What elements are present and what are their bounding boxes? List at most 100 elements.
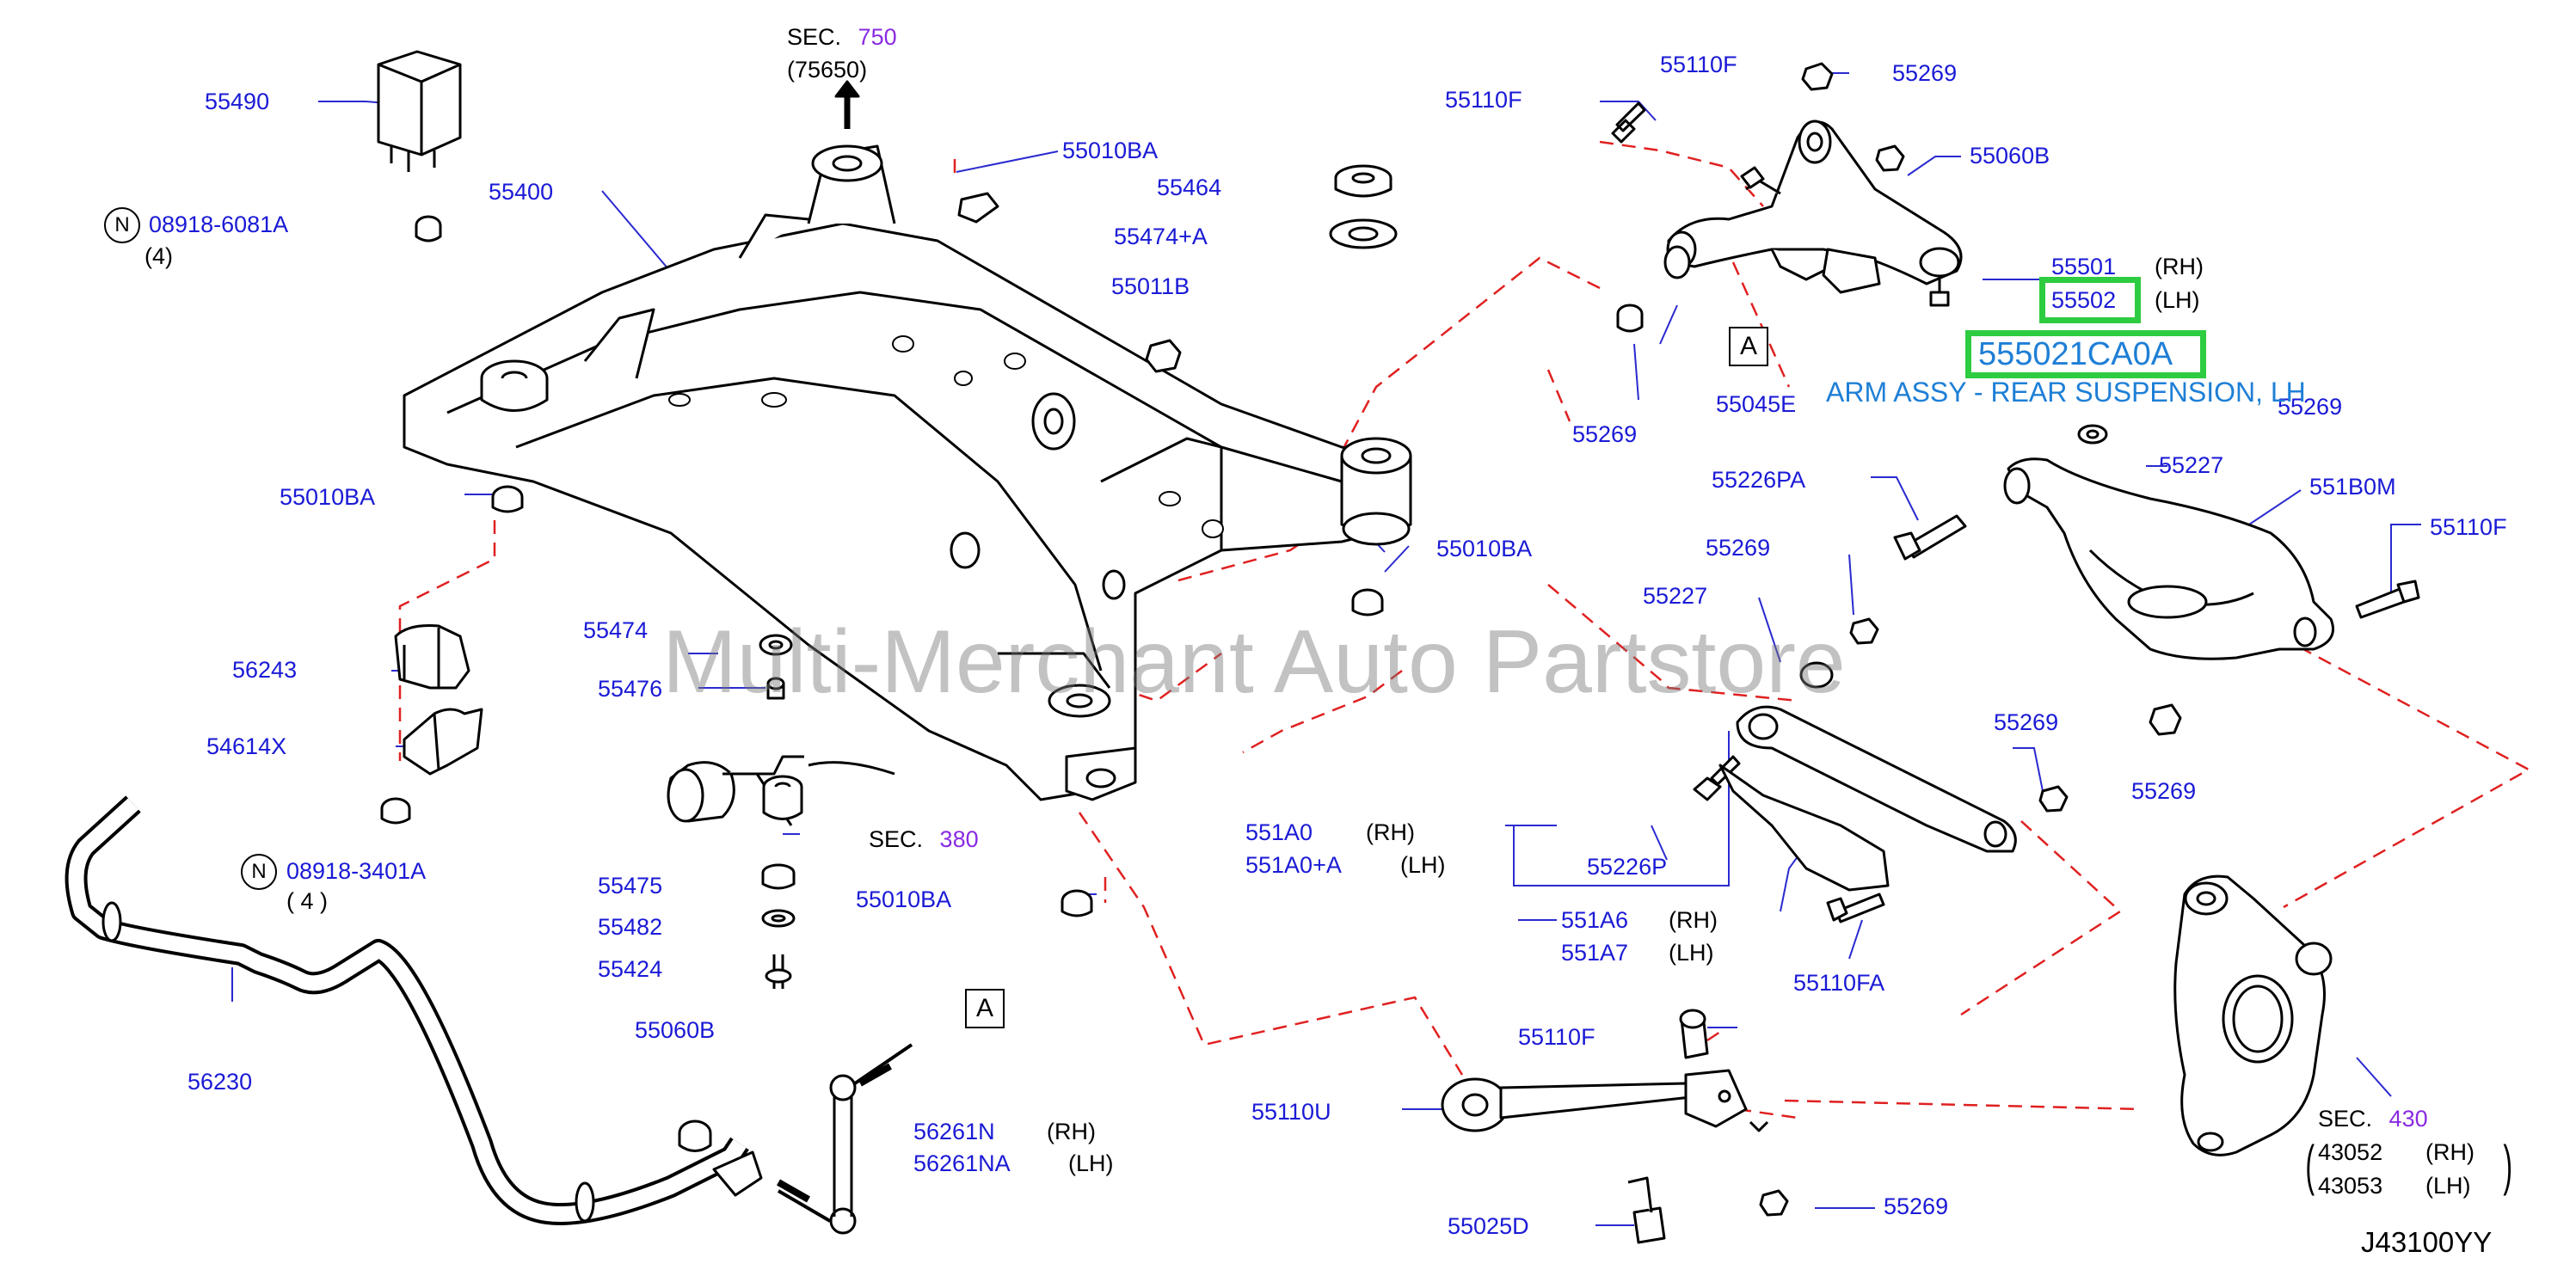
callout-55474[interactable]: 55474 (583, 617, 649, 643)
callout-55501[interactable]: 55501 (RH) (2051, 254, 2204, 279)
callout-55110F[interactable]: 55110F (1518, 1024, 1595, 1050)
variant-code: 43052 (2318, 1139, 2383, 1165)
callout-55464[interactable]: 55464 (1157, 175, 1222, 200)
ref-marker-a: A (1729, 327, 1768, 366)
callout-qty: ( 4 ) (286, 888, 329, 914)
callout-08918-6081A[interactable]: 08918-6081A (149, 212, 289, 237)
ref-marker-a: A (965, 989, 1005, 1028)
callout-55226P[interactable]: 55226P (1587, 854, 1668, 880)
callout-55010BA[interactable]: 55010BA (1062, 138, 1159, 163)
callout-55269[interactable]: 55269 (1892, 60, 1958, 86)
part-side: (RH) (2155, 254, 2204, 279)
callout-55110F[interactable]: 55110F (1660, 52, 1737, 77)
callout-55400[interactable]: 55400 (489, 179, 554, 205)
callout-55110F[interactable]: 55110F (1445, 87, 1522, 113)
callout-551A6[interactable]: 551A6 (RH) (1561, 907, 1718, 933)
callout-55110FA[interactable]: 55110FA (1793, 970, 1885, 996)
callout-56243[interactable]: 56243 (232, 657, 298, 683)
highlighted-part-description: ARM ASSY - REAR SUSPENSION, LH (1826, 377, 2306, 408)
variant-side: (LH) (2425, 1173, 2471, 1199)
section-ref-750[interactable]: SEC. 750 (787, 26, 897, 49)
highlighted-part-number[interactable]: 555021CA0A (1978, 336, 2173, 372)
section-variant-43053: 43053 (LH) (2318, 1173, 2471, 1199)
part-number: 551A7 (1561, 940, 1629, 966)
callout-551A0[interactable]: 551A0 (RH) (1245, 819, 1415, 845)
callout-55269[interactable]: 55269 (2131, 778, 2197, 804)
section-ref-380[interactable]: SEC. 380 (869, 828, 979, 851)
part-side: (LH) (2155, 287, 2200, 313)
callout-551B0M[interactable]: 551B0M (2309, 474, 2396, 500)
part-number: 551A0 (1245, 819, 1313, 845)
callout-55025D[interactable]: 55025D (1448, 1213, 1529, 1239)
part-number: 55501 (2051, 254, 2117, 279)
diagram-code: J43100YY (2361, 1226, 2493, 1258)
callout-551A7[interactable]: 551A7 (LH) (1561, 940, 1714, 966)
callout-55269[interactable]: 55269 (1572, 421, 1638, 447)
upper-arm-55502 (1666, 120, 1963, 307)
callout-55490[interactable]: 55490 (205, 89, 270, 114)
callout-55226PA[interactable]: 55226PA (1712, 467, 1806, 493)
callout-55475[interactable]: 55475 (598, 873, 663, 899)
callout-55010BA[interactable]: 55010BA (1436, 536, 1533, 561)
stabilizer-link (777, 1043, 913, 1235)
callout-55045E[interactable]: 55045E (1716, 391, 1797, 417)
part-number: 55502 (2051, 287, 2117, 313)
callout-56261NA[interactable]: 56261NA (LH) (913, 1152, 1114, 1175)
adjust-link-55110U (1441, 1069, 1748, 1132)
callout-55269[interactable]: 55269 (2278, 394, 2343, 420)
section-extra-75650: (75650) (787, 57, 868, 83)
callout-54614X[interactable]: 54614X (206, 733, 287, 759)
callout-55060B[interactable]: 55060B (1970, 143, 2050, 169)
part-side: (LH) (1068, 1150, 1114, 1176)
callout-55269[interactable]: 55269 (1994, 709, 2059, 735)
collar-55010BA-top (957, 192, 999, 224)
section-number: 430 (2388, 1106, 2428, 1132)
callout-55060B[interactable]: 55060B (635, 1017, 716, 1043)
callout-55474-a[interactable]: 55474+A (1114, 224, 1208, 249)
variant-paren: ) (2503, 1134, 2512, 1196)
callout-55269[interactable]: 55269 (1706, 535, 1771, 561)
callout-qty: (4) (144, 243, 173, 269)
variant-paren: ( (2305, 1134, 2315, 1196)
mount-bushing-55490 (377, 50, 462, 172)
section-number: 750 (858, 24, 897, 50)
rear-crossmember-55400 (403, 144, 1412, 801)
callout-55424[interactable]: 55424 (598, 956, 663, 982)
callout-08918-3401A[interactable]: 08918-3401A (286, 858, 427, 884)
callout-55011B[interactable]: 55011B (1111, 273, 1190, 299)
callout-55110F[interactable]: 55110F (2430, 514, 2507, 540)
callout-55269[interactable]: 55269 (1884, 1193, 1949, 1219)
part-drawings (65, 50, 2420, 1244)
callout-56230[interactable]: 56230 (188, 1069, 253, 1095)
part-number: 551A6 (1561, 907, 1629, 933)
part-number-highlight (1965, 330, 2206, 378)
callout-55482[interactable]: 55482 (598, 914, 663, 940)
callout-55502[interactable]: 55502 (LH) (2051, 287, 2200, 313)
callout-55010BA[interactable]: 55010BA (856, 886, 952, 912)
callout-55227[interactable]: 55227 (1643, 583, 1708, 609)
part-side: (RH) (1669, 907, 1718, 933)
part-number: 551A0+A (1245, 852, 1342, 878)
variant-code: 43053 (2318, 1173, 2383, 1199)
knuckle-43052 (2173, 874, 2333, 1156)
callout-55110U[interactable]: 55110U (1251, 1099, 1331, 1125)
selected-part-highlight (2039, 277, 2141, 323)
section-prefix: SEC. (2318, 1106, 2373, 1132)
part-side: (RH) (1047, 1119, 1096, 1144)
n-mark-icon: N (104, 207, 140, 243)
section-variant-43052: ( 43052 (RH) ) (2305, 1138, 2512, 1193)
callout-55476[interactable]: 55476 (598, 676, 663, 702)
section-number: 380 (939, 826, 979, 852)
part-side: (LH) (1669, 940, 1714, 966)
callout-551A0-a[interactable]: 551A0+A (LH) (1245, 852, 1446, 878)
section-ref-430[interactable]: SEC. 430 (2318, 1107, 2428, 1131)
section-prefix: SEC. (869, 826, 924, 852)
variant-side: (RH) (2425, 1139, 2475, 1165)
part-side: (RH) (1366, 819, 1415, 845)
lower-arm-551B0M (2003, 457, 2334, 660)
section-prefix: SEC. (787, 24, 842, 50)
callout-55227[interactable]: 55227 (2159, 452, 2224, 478)
callout-55010BA[interactable]: 55010BA (280, 484, 376, 510)
callout-56261N[interactable]: 56261N (RH) (913, 1120, 1096, 1144)
